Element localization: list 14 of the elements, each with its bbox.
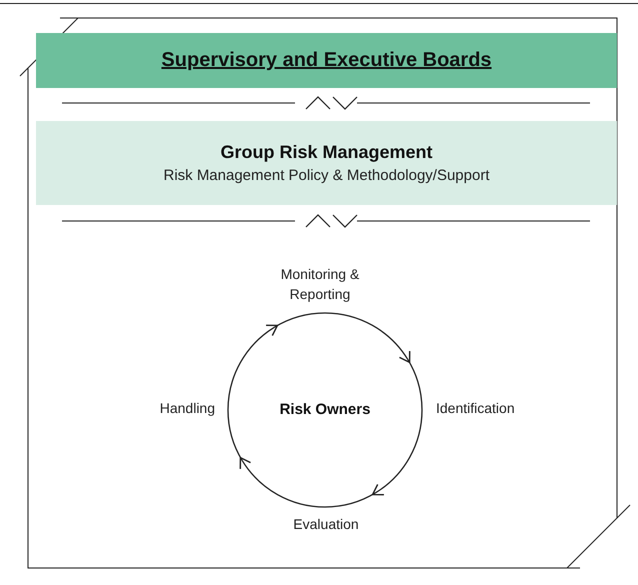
panel-band (36, 121, 617, 205)
step-label: Handling (115, 398, 215, 418)
cycle-arrow (240, 457, 376, 508)
step-label: Evaluation (281, 514, 371, 534)
cycle-arrow (274, 312, 410, 363)
body-text: Risk Management Policy & Methodology/Support (163, 167, 490, 184)
heading-text: Supervisory and Executive Boards (161, 49, 492, 72)
step-label: Identification (436, 398, 536, 418)
step-label: Monitoring & Reporting (275, 264, 365, 304)
cycle-arrow (372, 359, 423, 496)
header-band (36, 33, 617, 88)
center-label: Risk Owners (265, 399, 385, 421)
cycle-arrow (227, 324, 278, 461)
heading-text: Group Risk Management (220, 142, 433, 163)
